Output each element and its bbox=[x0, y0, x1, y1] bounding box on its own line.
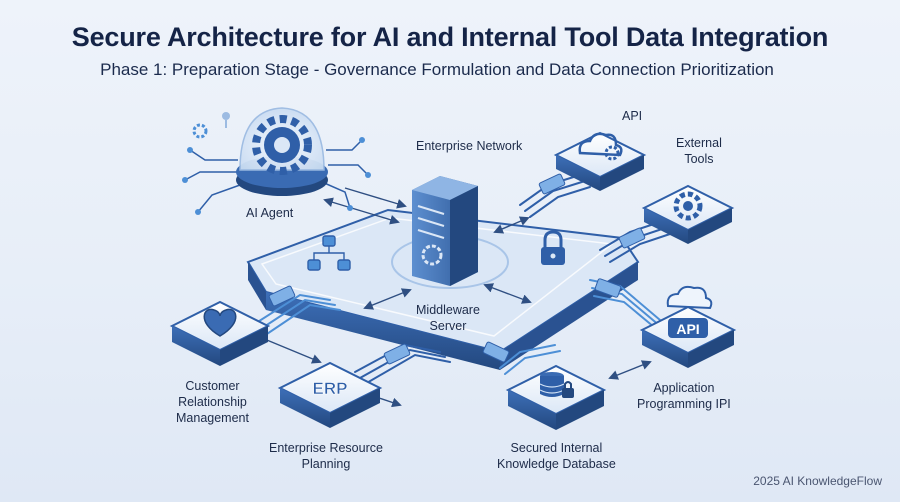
label-line: External bbox=[676, 136, 722, 150]
label-line: Application bbox=[653, 381, 715, 395]
cloud-gear-icon bbox=[578, 132, 623, 161]
label-api: API bbox=[622, 108, 642, 124]
label-app-api: Application Programming IPI bbox=[637, 380, 731, 412]
label-line: Enterprise Resource bbox=[269, 441, 383, 455]
knowledge-db-node bbox=[505, 364, 607, 430]
api-badge-bg bbox=[668, 318, 708, 338]
label-middleware-server: Middleware Server bbox=[416, 302, 480, 334]
page-subtitle: Phase 1: Preparation Stage - Governance … bbox=[100, 60, 774, 79]
label-text: Enterprise Network bbox=[416, 139, 523, 153]
label-line: Planning bbox=[301, 457, 351, 471]
label-line: Knowledge Database bbox=[497, 457, 616, 471]
label-erp: Enterprise Resource Planning bbox=[269, 440, 383, 472]
label-text: API bbox=[622, 109, 643, 123]
server-gear-icon bbox=[421, 244, 443, 266]
label-line: Management bbox=[176, 411, 249, 425]
cloud-icon bbox=[666, 285, 713, 310]
label-knowledge-db: Secured Internal Knowledge Database bbox=[497, 440, 616, 472]
label-line: Customer bbox=[185, 379, 240, 393]
erp-badge: ERP bbox=[313, 379, 348, 398]
external-tools-node bbox=[641, 184, 735, 244]
gear-icon bbox=[252, 115, 312, 175]
network-icon bbox=[307, 235, 351, 271]
label-line: Relationship bbox=[178, 395, 247, 409]
label-line: Server bbox=[429, 319, 467, 333]
ai-agent-node bbox=[182, 107, 371, 215]
label-line: Middleware bbox=[416, 303, 480, 317]
api-cloud-node bbox=[553, 131, 647, 191]
label-enterprise-network: Enterprise Network bbox=[416, 138, 522, 154]
heart-icon bbox=[203, 308, 237, 337]
middleware-server-node bbox=[391, 176, 509, 289]
app-api-node: API bbox=[639, 285, 737, 368]
database-lock-icon bbox=[539, 372, 574, 398]
tools-gear-icon bbox=[673, 191, 703, 221]
label-line: Tools bbox=[684, 152, 714, 166]
label-line: Programming IPI bbox=[637, 397, 731, 411]
small-gear-icon bbox=[192, 123, 208, 139]
erp-node: ERP bbox=[277, 361, 383, 428]
footer-credit: 2025 AI KnowledgeFlow bbox=[753, 474, 882, 488]
label-text: AI Agent bbox=[246, 206, 294, 220]
lock-icon bbox=[541, 230, 565, 265]
label-line: Secured Internal bbox=[510, 441, 603, 455]
crm-node bbox=[169, 300, 271, 366]
label-ai-agent: AI Agent bbox=[246, 205, 293, 221]
page-title: Secure Architecture for AI and Internal … bbox=[71, 22, 829, 52]
label-crm: Customer Relationship Management bbox=[176, 378, 249, 426]
label-external-tools: External Tools bbox=[676, 135, 722, 167]
location-pin-icon bbox=[222, 112, 230, 128]
circuit-traces bbox=[244, 173, 671, 385]
api-badge: API bbox=[676, 321, 699, 337]
